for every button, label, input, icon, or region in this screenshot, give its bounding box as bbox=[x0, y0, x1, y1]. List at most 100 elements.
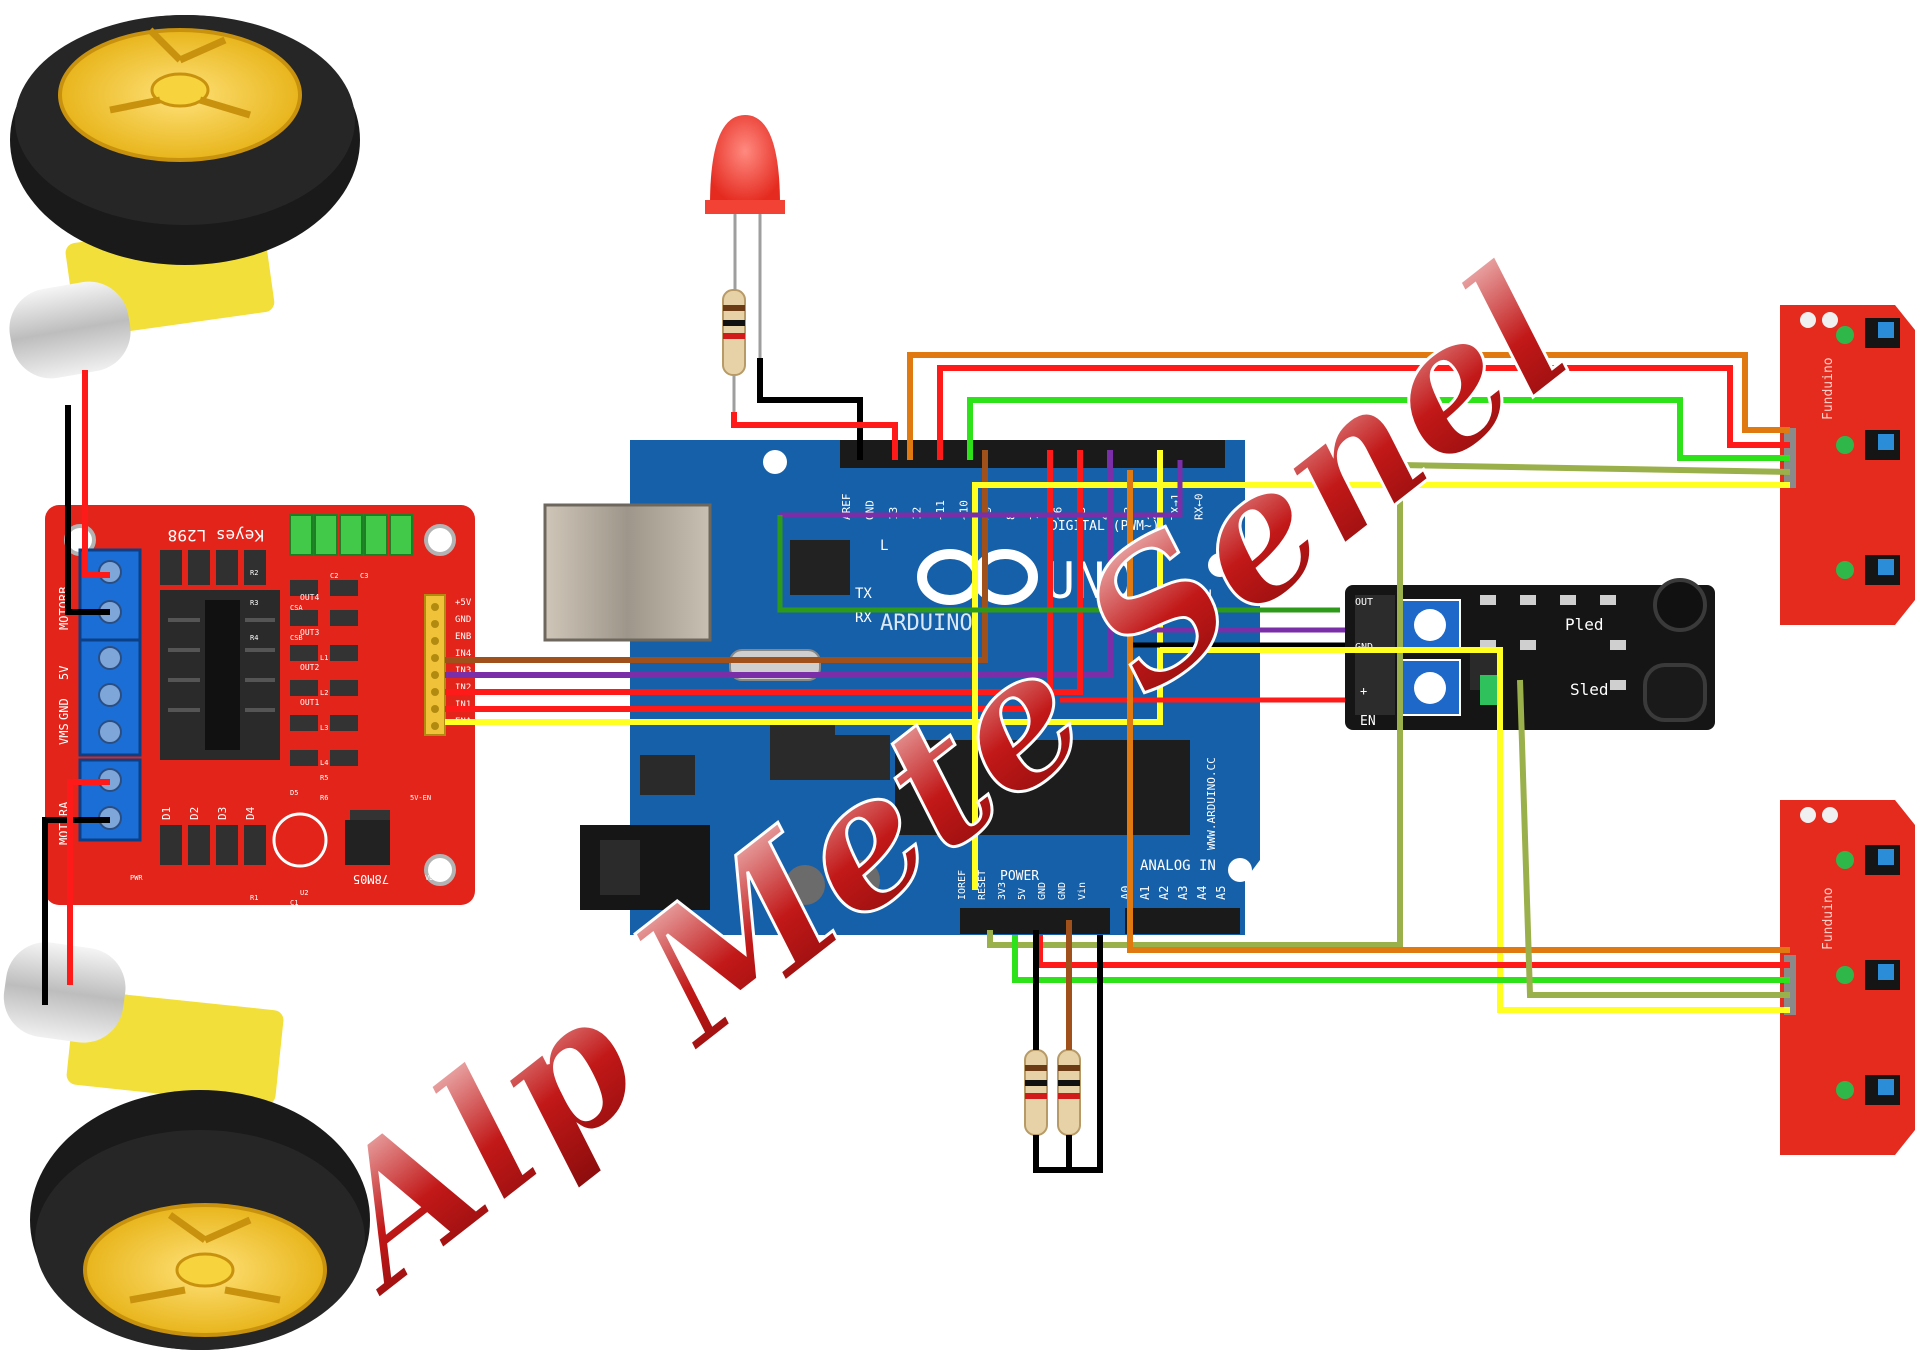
wire-motor-top-black bbox=[65, 405, 110, 615]
l298-out-label-0: OUT4 bbox=[300, 593, 319, 602]
l298-pin-label-3: IN4 bbox=[455, 649, 471, 659]
led-l-label: L bbox=[880, 538, 888, 554]
bottom-motor-can bbox=[3, 942, 126, 1043]
bottom-gearbox bbox=[66, 990, 284, 1105]
l298-misc-label-4: R2 bbox=[250, 569, 258, 577]
analog-pin-label-1: A1 bbox=[1138, 886, 1152, 900]
l298-pin-label-4: IN3 bbox=[455, 666, 471, 676]
analog-header[interactable] bbox=[1125, 908, 1240, 934]
analog-pin-label-2: A2 bbox=[1157, 886, 1171, 900]
l298-capacitor bbox=[272, 812, 328, 868]
wire-led-red bbox=[731, 412, 898, 460]
wire-sensor-bottom-yellow2 bbox=[1160, 647, 1790, 1013]
ir-en-label: EN bbox=[1360, 714, 1376, 729]
l298-misc-label-18: 5V-EN bbox=[410, 794, 431, 802]
wire-motor-top-red bbox=[82, 370, 110, 578]
l298-terminal-label-3: VMS bbox=[57, 723, 71, 745]
wire-sensor-bottom-orange bbox=[1127, 470, 1790, 953]
l298-diode-label-1: D2 bbox=[188, 807, 201, 820]
l298-out-label-1: OUT3 bbox=[300, 628, 319, 637]
l298-jumpers[interactable] bbox=[289, 514, 413, 556]
arduino-uno: UNO ARDUINO ON L TX RX DIGITAL (PWM~) PO… bbox=[543, 440, 1260, 935]
l298-pin-label-0: +5V bbox=[455, 598, 472, 608]
l298-diode-label-3: D4 bbox=[244, 806, 257, 820]
l298-out-label-2: OUT2 bbox=[300, 663, 319, 672]
l298-pin-label-2: ENB bbox=[455, 632, 471, 642]
l298-misc-label-0: C1 bbox=[290, 899, 298, 907]
power-pin-label-5: GND bbox=[1057, 882, 1068, 900]
power-pin-label-6: Vin bbox=[1077, 882, 1088, 900]
atmega328-chip bbox=[895, 740, 1190, 835]
l298-regulator-label: 78M05 bbox=[353, 872, 389, 886]
l298-misc-label-19: PWR bbox=[130, 874, 143, 882]
l298-terminal-label-1: GND bbox=[57, 698, 71, 720]
wire-sensor-top-red bbox=[937, 365, 1790, 460]
indicator-led bbox=[705, 115, 785, 360]
line-sensor-top-pcb bbox=[1780, 305, 1915, 625]
arduino-url: WWW.ARDUINO.CC bbox=[1205, 757, 1218, 850]
line-sensor-bottom-brand: Funduino bbox=[1821, 887, 1836, 950]
wire-led-black bbox=[757, 358, 863, 460]
on-label: ON bbox=[1195, 588, 1212, 604]
ir-emitter bbox=[1643, 663, 1707, 722]
capacitor-1 bbox=[785, 865, 825, 905]
line-sensor-bottom-header[interactable] bbox=[1784, 955, 1796, 1015]
digital-pin-label-15: RX←0 bbox=[1193, 494, 1206, 521]
wire-l298-yellow bbox=[445, 450, 1163, 725]
l298-misc-label-9: D5 bbox=[290, 789, 298, 797]
led-resistor bbox=[722, 289, 746, 415]
l298-misc-label-15: CSA bbox=[290, 604, 303, 612]
wire-l298-purple bbox=[445, 450, 1113, 678]
l298-misc-label-17: U2 bbox=[300, 889, 308, 897]
l298-misc-label-14: L4 bbox=[320, 759, 328, 767]
l298-misc-label-3: R1 bbox=[250, 894, 258, 902]
l298-regulator bbox=[345, 820, 390, 865]
analog-pin-label-5: A5 bbox=[1214, 886, 1228, 900]
ir-receiver bbox=[1653, 578, 1707, 632]
wire-sensor-bottom-olive2 bbox=[1517, 679, 1790, 998]
l298-misc-label-6: R4 bbox=[250, 634, 258, 642]
power-label: POWER bbox=[1000, 869, 1039, 884]
l298-diode-label-0: D1 bbox=[160, 807, 173, 820]
top-motor-can bbox=[9, 281, 131, 379]
wire-l298-red bbox=[445, 450, 1083, 695]
l298-misc-label-11: L1 bbox=[320, 654, 328, 662]
power-pin-label-4: GND bbox=[1037, 882, 1048, 900]
arduino-brand: ARDUINO bbox=[880, 611, 973, 636]
l298-terminal-label-2: 5V bbox=[57, 666, 71, 680]
line-sensor-top: Funduino bbox=[1780, 305, 1915, 625]
l298-brand: Keyes L298 bbox=[168, 526, 264, 545]
ir-sled-label: Sled bbox=[1570, 680, 1609, 699]
ir-out-label: OUT bbox=[1355, 597, 1373, 608]
wire-green-ir bbox=[777, 515, 1340, 613]
l298-pin-header[interactable] bbox=[424, 594, 446, 736]
rx-label: RX bbox=[855, 610, 872, 626]
wire-sensor-top-yellow bbox=[972, 482, 1790, 890]
wire-sensor-top-orange bbox=[907, 352, 1790, 460]
l298-pin-label-5: IN2 bbox=[455, 683, 471, 693]
l298-misc-label-1: C2 bbox=[330, 572, 338, 580]
power-header[interactable] bbox=[960, 908, 1110, 934]
l298-pin-label-6: IN1 bbox=[455, 700, 471, 710]
l298-misc-label-12: L2 bbox=[320, 689, 328, 697]
analog-pin-label-4: A4 bbox=[1195, 886, 1209, 900]
power-pin-label-1: RESET bbox=[977, 870, 988, 900]
wire-sensor-bottom-olive bbox=[987, 465, 1403, 948]
l298-misc-label-16: CSB bbox=[290, 634, 303, 642]
wire-sensor-top-green bbox=[967, 397, 1790, 461]
top-wheel-motor bbox=[9, 15, 360, 379]
ir-pled-label: Pled bbox=[1565, 615, 1604, 634]
usb-port[interactable] bbox=[543, 503, 712, 642]
wire-motor-bottom-red bbox=[67, 779, 110, 985]
power-pin-label-3: 5V bbox=[1017, 888, 1028, 900]
wire-sensor-bottom-red bbox=[1037, 935, 1790, 968]
l298-misc-label-7: R5 bbox=[320, 774, 328, 782]
l298-misc-label-10: VD bbox=[425, 874, 433, 882]
line-sensor-bottom: Funduino bbox=[1780, 800, 1915, 1155]
wire-l298-red2 bbox=[445, 450, 1053, 712]
